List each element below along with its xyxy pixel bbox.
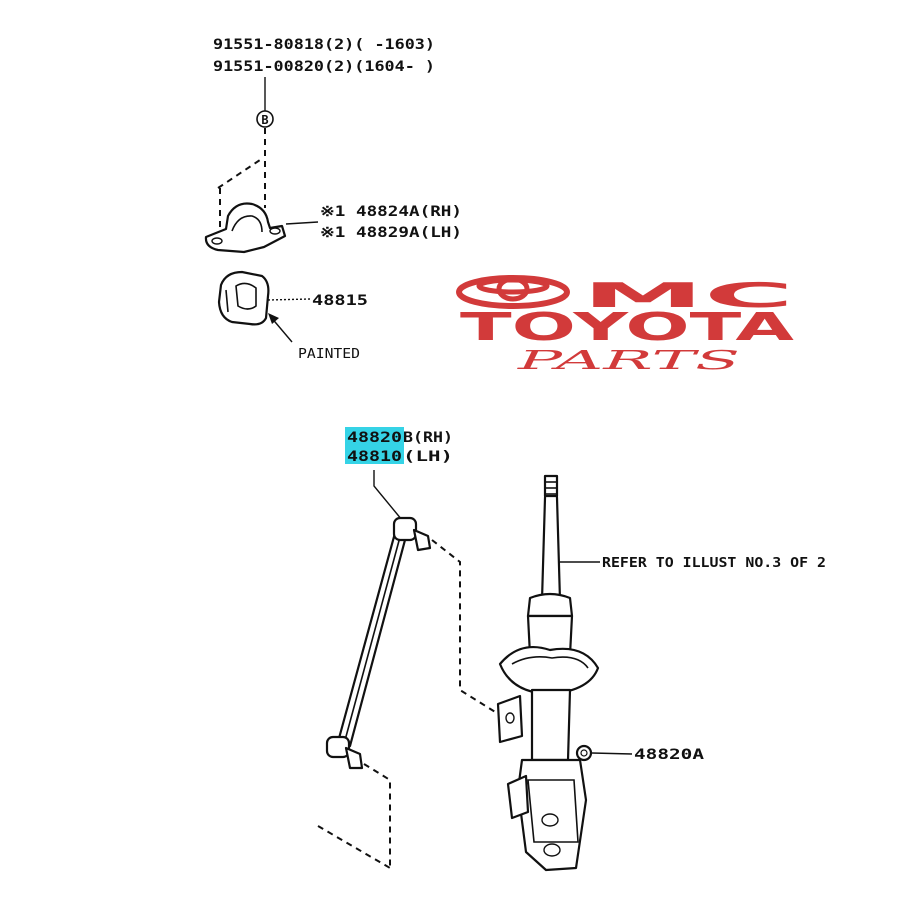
shock-absorber-strut: REFER TO ILLUST NO.3 OF 2 48820A [496, 474, 826, 872]
bolt-ref-circle [256, 110, 274, 128]
nut-part-number: 48820A [634, 747, 705, 763]
stabilizer-link [317, 516, 501, 870]
bracket-arch [231, 215, 263, 233]
strut-reference-text: REFER TO ILLUST NO.3 OF 2 [602, 556, 826, 571]
logo-parts-text: PARTS [515, 346, 740, 376]
toyota-emblem-bar [476, 277, 550, 295]
link-lower-dash-line-1 [363, 763, 391, 870]
bushing-leader-line [267, 298, 311, 301]
knuckle-hole-lower [543, 843, 561, 857]
stabilizer-bushing: 48815 PAINTED [217, 270, 368, 362]
link-upper-dash-line [431, 539, 501, 716]
painted-note: PAINTED [298, 347, 360, 362]
link-part-number-lh: 48810 [347, 449, 402, 465]
link-lower-dash-line-2 [317, 825, 391, 869]
logo-mc-text: MC [582, 276, 794, 316]
bushing-part-number: 48815 [312, 293, 368, 309]
bolt-part-number-1: 91551-80818(2)( -1603) [213, 37, 435, 53]
bolt-part-number-2: 91551-00820(2)(1604- ) [213, 59, 435, 75]
link-upper-stud [412, 528, 432, 552]
link-leader-line [373, 470, 403, 521]
painted-arrow-head [268, 313, 279, 324]
link-callout: 48820 B(RH) 48810 (LH) [345, 427, 453, 521]
strut-main-body [530, 688, 572, 762]
bracket-part-number-rh: ※1 48824A(RH) [320, 204, 462, 220]
spring-seat [498, 646, 600, 696]
bracket-tab-hole [505, 712, 515, 724]
link-part-number-rh: 48820 [347, 430, 402, 446]
bushing-seam [225, 289, 229, 313]
bracket-hole-left [211, 237, 223, 245]
omc-toyota-parts-logo: MC TOYOTA PARTS [456, 275, 795, 376]
link-lower-ball-joint [325, 735, 351, 759]
bracket-hole-right [269, 227, 281, 235]
bracket-leader-line [285, 221, 319, 225]
nut-leader-line [591, 752, 633, 755]
link-rod-centerline [343, 536, 401, 745]
bushing-center [235, 282, 257, 310]
strut-cap [526, 592, 574, 618]
bushing-body [217, 270, 270, 326]
bolt-dash-line-2 [217, 157, 264, 189]
link-number-highlight [345, 427, 404, 464]
bolt-ref-letter: B [261, 113, 268, 127]
link-suffix-lh: (LH) [403, 449, 453, 465]
nut-bore [580, 749, 588, 757]
knuckle-bracket-inner [527, 779, 579, 843]
logo-toyota-text: TOYOTA [460, 305, 795, 349]
link-upper-ball-joint [392, 516, 418, 542]
spring-seat-rim [511, 656, 589, 669]
stabilizer-bracket: ※1 48824A(RH) ※1 48829A(LH) [204, 202, 462, 254]
bracket-body [204, 202, 287, 254]
strut-rod-thread [543, 474, 559, 498]
link-suffix-rh: B(RH) [403, 430, 453, 446]
bracket-part-number-lh: ※1 48829A(LH) [320, 225, 462, 241]
knuckle-hole-upper [541, 813, 559, 827]
knuckle-flange-left [506, 774, 530, 820]
link-lower-stud [344, 746, 364, 770]
bolt-callout: 91551-80818(2)( -1603) 91551-00820(2)(16… [213, 37, 435, 232]
